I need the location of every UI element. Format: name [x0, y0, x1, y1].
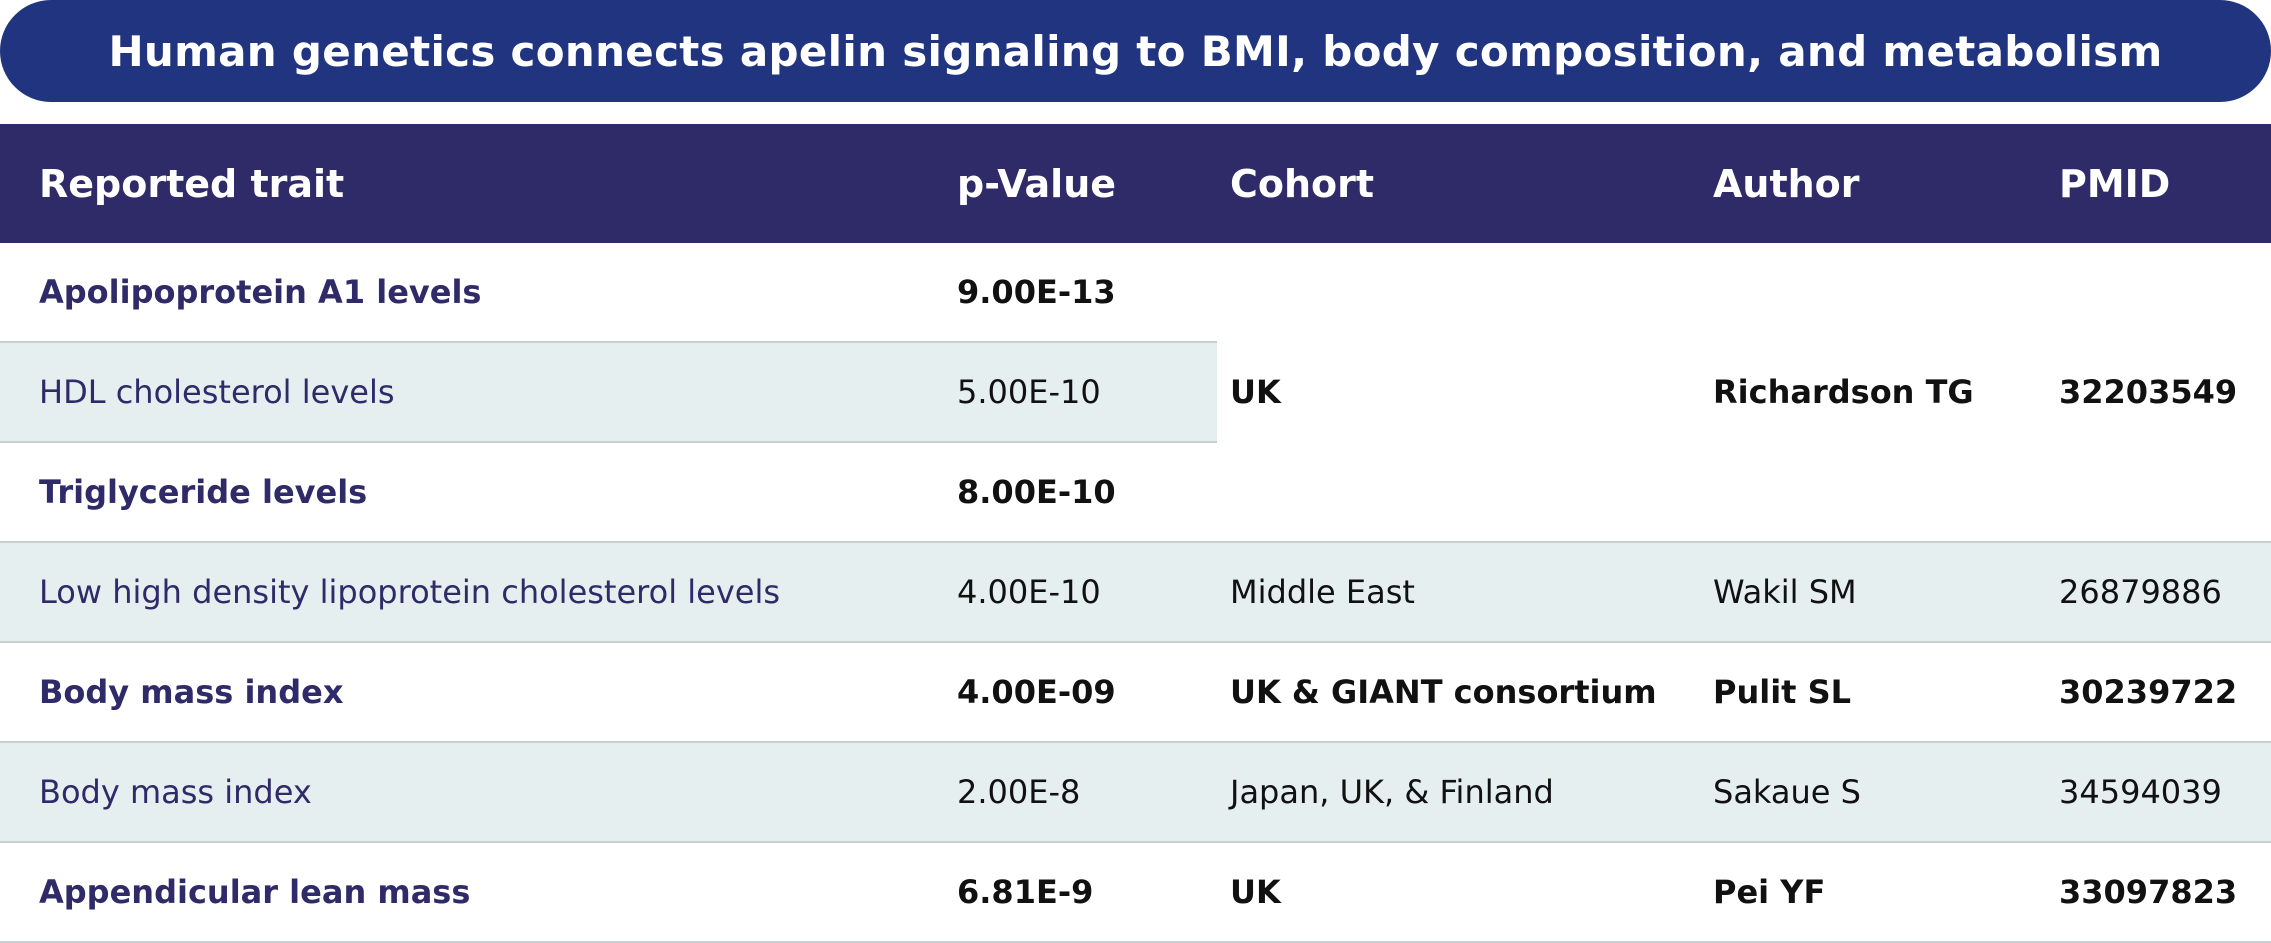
table-cell-pmid: 34594039 [2046, 743, 2271, 843]
table-cell-trait: Body mass index [0, 643, 918, 743]
table-cell-trait: Triglyceride levels [0, 443, 918, 543]
column-header-trait: Reported trait [0, 124, 918, 243]
table-cell-pmid: 32203549 [2046, 243, 2271, 543]
table-cell-pvalue: 4.00E-09 [918, 643, 1217, 743]
page-title: Human genetics connects apelin signaling… [0, 0, 2271, 102]
table-cell-cohort: UK [1217, 243, 1700, 543]
column-header-pvalue: p-Value [918, 124, 1217, 243]
table-cell-pmid: 30239722 [2046, 643, 2271, 743]
table-cell-trait: Low high density lipoprotein cholesterol… [0, 543, 918, 643]
table-cell-cohort: Japan, UK, & Finland [1217, 743, 1700, 843]
table-cell-author: Pulit SL [1700, 643, 2046, 743]
table-cell-pvalue: 6.81E-9 [918, 843, 1217, 943]
table-cell-author: Wakil SM [1700, 543, 2046, 643]
table-cell-pvalue: 2.00E-8 [918, 743, 1217, 843]
table-cell-trait: Appendicular lean mass [0, 843, 918, 943]
table-cell-author: Sakaue S [1700, 743, 2046, 843]
table-cell-trait: Body mass index [0, 743, 918, 843]
table-cell-trait: HDL cholesterol levels [0, 343, 918, 443]
table-cell-pvalue: 5.00E-10 [918, 343, 1217, 443]
table-cell-pvalue: 9.00E-13 [918, 243, 1217, 343]
table-cell-author: Pei YF [1700, 843, 2046, 943]
genetics-table: Reported trait p-Value Cohort Author PMI… [0, 124, 2271, 943]
table-cell-cohort: UK & GIANT consortium [1217, 643, 1700, 743]
table-cell-cohort: Middle East [1217, 543, 1700, 643]
table-cell-cohort: UK [1217, 843, 1700, 943]
table-cell-pvalue: 8.00E-10 [918, 443, 1217, 543]
column-header-pmid: PMID [2046, 124, 2271, 243]
table-cell-trait: Apolipoprotein A1 levels [0, 243, 918, 343]
column-header-cohort: Cohort [1217, 124, 1700, 243]
table-cell-pvalue: 4.00E-10 [918, 543, 1217, 643]
table-cell-author: Richardson TG [1700, 243, 2046, 543]
table-cell-pmid: 33097823 [2046, 843, 2271, 943]
table-cell-pmid: 26879886 [2046, 543, 2271, 643]
column-header-author: Author [1700, 124, 2046, 243]
